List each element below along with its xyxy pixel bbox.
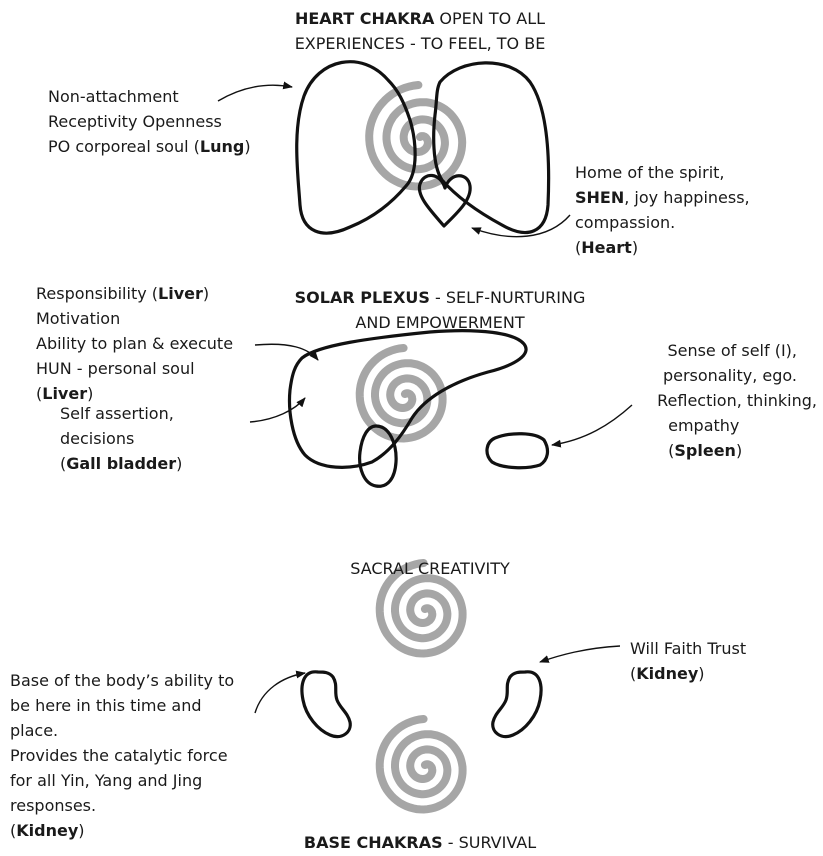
arrow-lung: [217, 81, 293, 102]
lung-line3-pre: PO corporeal soul (: [48, 137, 200, 156]
liver-line2: Motivation: [36, 309, 121, 328]
liver-line5-pre: (: [36, 384, 43, 403]
gall-bladder-outline: [358, 424, 398, 488]
spleen-line5-bold: Spleen: [674, 441, 736, 460]
spirit-line2-bold: SHEN: [575, 188, 625, 207]
liver-label: Responsibility (Liver) Motivation Abilit…: [36, 281, 233, 406]
spirit-line3: compassion.: [575, 213, 676, 232]
arrow-will: [539, 645, 621, 663]
lung-line1: Non-attachment: [48, 87, 179, 106]
solar-spiral: [355, 344, 447, 443]
heart-chakra-title: HEART CHAKRA OPEN TO ALL EXPERIENCES - T…: [240, 6, 600, 56]
liver-line5-post: ): [87, 384, 94, 403]
arrow-body: [254, 670, 306, 714]
spleen-line2: personality, ego.: [662, 366, 797, 385]
spirit-line2-rest: , joy happiness,: [624, 188, 750, 207]
base-title-rest: - SURVIVAL: [442, 833, 537, 852]
spleen-line5-pre: (: [668, 441, 675, 460]
gall-line3-bold: Gall bladder: [66, 454, 177, 473]
spleen-label: Sense of self (I), personality, ego. Ref…: [657, 338, 817, 463]
heart-title-rest: OPEN TO ALL: [434, 9, 546, 28]
liver-outline: [287, 329, 528, 469]
spleen-outline: [485, 432, 550, 470]
liver-line1-pre: Responsibility (: [36, 284, 159, 303]
solar-title-rest: - SELF-NURTURING: [429, 288, 586, 307]
sacral-title-text: SACRAL CREATIVITY: [350, 559, 510, 578]
liver-line1-bold: Liver: [158, 284, 203, 303]
spirit-line1: Home of the spirit,: [575, 163, 725, 182]
base-title-bold: BASE CHAKRAS: [303, 833, 443, 852]
base-chakras-title: BASE CHAKRAS - SURVIVAL: [270, 830, 570, 855]
sacral-title: SACRAL CREATIVITY: [300, 556, 560, 581]
sacral-spiral: [375, 559, 467, 658]
arrow-gall: [249, 397, 306, 423]
liver-line3: Ability to plan & execute: [36, 334, 234, 353]
lung-line3-bold: Lung: [199, 137, 245, 156]
body-line6: responses.: [10, 796, 97, 815]
liver-line4: HUN - personal soul: [36, 359, 195, 378]
will-line2-pre: (: [630, 664, 637, 683]
arrow-spleen: [551, 404, 633, 448]
gall-line1: Self assertion,: [60, 404, 174, 423]
heart-title-line2: EXPERIENCES - TO FEEL, TO BE: [294, 34, 546, 53]
spleen-line3: Reflection, thinking,: [657, 391, 817, 410]
spirit-line4-bold: Heart: [581, 238, 632, 257]
right-kidney-outline: [491, 670, 543, 739]
heart-spiral: [365, 81, 467, 191]
lung-label: Non-attachment Receptivity Openness PO c…: [48, 84, 251, 159]
heart-organ-outline: [417, 173, 472, 228]
base-body-label: Base of the body’s ability to be here in…: [10, 668, 234, 843]
spirit-line4-pre: (: [575, 238, 582, 257]
body-line5: for all Yin, Yang and Jing: [10, 771, 203, 790]
arrow-heart: [471, 214, 571, 238]
will-line2-post: ): [698, 664, 705, 683]
lung-line3-post: ): [244, 137, 251, 156]
gall-line3-pre: (: [60, 454, 67, 473]
spleen-line1: Sense of self (I),: [667, 341, 797, 360]
right-lung-outline: [432, 61, 551, 235]
lung-line2: Receptivity Openness: [48, 112, 222, 131]
body-line1: Base of the body’s ability to: [10, 671, 235, 690]
heart-label: Home of the spirit, SHEN, joy happiness,…: [575, 160, 750, 260]
will-label: Will Faith Trust (Kidney): [630, 636, 746, 686]
spleen-line4: empathy: [668, 416, 740, 435]
left-kidney-outline: [300, 670, 352, 739]
body-line4: Provides the catalytic force: [10, 746, 228, 765]
solar-title-bold: SOLAR PLEXUS: [294, 288, 430, 307]
spirit-line4-post: ): [631, 238, 639, 257]
body-line7-bold: Kidney: [16, 821, 79, 840]
gall-line2: decisions: [60, 429, 135, 448]
body-line7-post: ): [78, 821, 85, 840]
body-line7-pre: (: [10, 821, 17, 840]
gall-line3-post: ): [176, 454, 183, 473]
gall-bladder-label: Self assertion, decisions (Gall bladder): [60, 401, 182, 476]
liver-line5-bold: Liver: [42, 384, 88, 403]
heart-title-bold: HEART CHAKRA: [294, 9, 435, 28]
body-line3: place.: [10, 721, 59, 740]
arrow-liver: [254, 343, 319, 361]
left-lung-outline: [295, 60, 417, 235]
solar-title-line2: AND EMPOWERMENT: [355, 313, 525, 332]
base-spiral: [375, 715, 467, 814]
will-line1: Will Faith Trust: [630, 639, 747, 658]
will-line2-bold: Kidney: [636, 664, 699, 683]
spleen-line5-post: ): [735, 441, 743, 460]
body-line2: be here in this time and: [10, 696, 202, 715]
solar-plexus-title: SOLAR PLEXUS - SELF-NURTURING AND EMPOWE…: [270, 285, 610, 335]
liver-line1-post: ): [202, 284, 210, 303]
